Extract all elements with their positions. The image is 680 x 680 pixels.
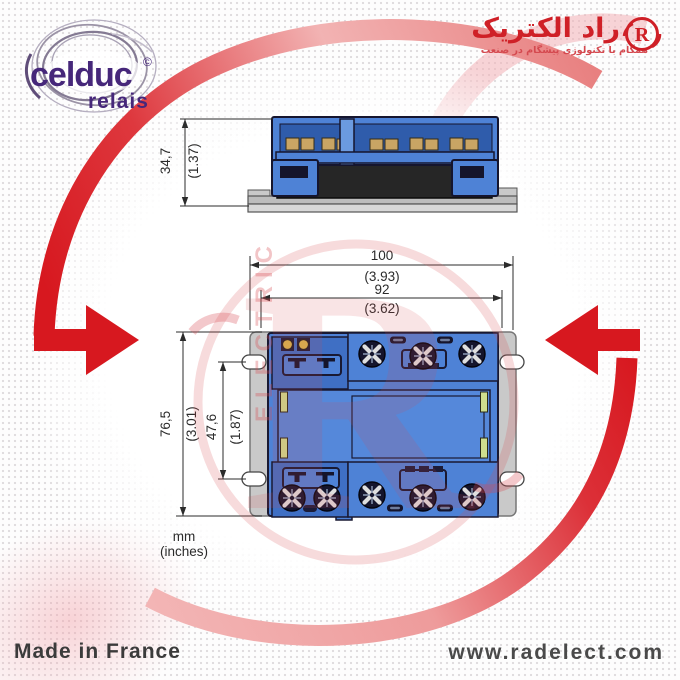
radelect-emblem-letter: R [635, 24, 650, 46]
dim-label-3-62: (3.62) [364, 301, 399, 316]
celduc-logo: celduc © relais [24, 19, 157, 113]
dim-label-92: 92 [374, 282, 389, 297]
website-label: www.radelect.com [448, 641, 664, 664]
dim-label-3-01: (3.01) [184, 406, 199, 441]
dim-side-height [180, 118, 273, 207]
made-in-france-label: Made in France [14, 640, 181, 663]
dim-label-100: 100 [371, 248, 394, 263]
units-label-mm: mm [173, 529, 196, 544]
celduc-swirl-icon [24, 19, 157, 113]
celduc-wordmark: celduc [30, 56, 132, 94]
radelect-emblem-icon: R [622, 17, 662, 51]
radelect-logo: راد الکتریک همگام با تکنولوژی پیشگام در … [416, 14, 666, 56]
arrow-arc-bottom [145, 357, 638, 646]
dim-width-outer [249, 256, 514, 330]
arrow-arc-top [33, 19, 603, 337]
radelect-title: راد الکتریک [471, 13, 620, 44]
dim-height-outer [176, 331, 262, 517]
side-view [247, 116, 518, 213]
arrow-head-right-icon [545, 305, 640, 375]
dim-label-3-93: (3.93) [364, 269, 399, 284]
front-view [241, 331, 525, 521]
dim-label-1-87: (1.87) [228, 409, 243, 444]
dim-height-inner [218, 361, 246, 480]
celduc-copyright-mark: © [143, 55, 152, 69]
dim-label-47-6: 47,6 [204, 414, 219, 440]
units-label-inches: (inches) [160, 544, 208, 559]
dim-label-34-7: 34,7 [158, 148, 173, 174]
radelect-subtitle: همگام با تکنولوژی پیشگام در صنعت [480, 45, 648, 56]
celduc-relais-label: relais [88, 90, 149, 113]
dim-label-1-37: (1.37) [186, 143, 201, 178]
dim-width-inner [260, 290, 503, 328]
dim-label-76-5: 76,5 [158, 411, 173, 437]
arrow-head-left-icon [34, 305, 139, 375]
